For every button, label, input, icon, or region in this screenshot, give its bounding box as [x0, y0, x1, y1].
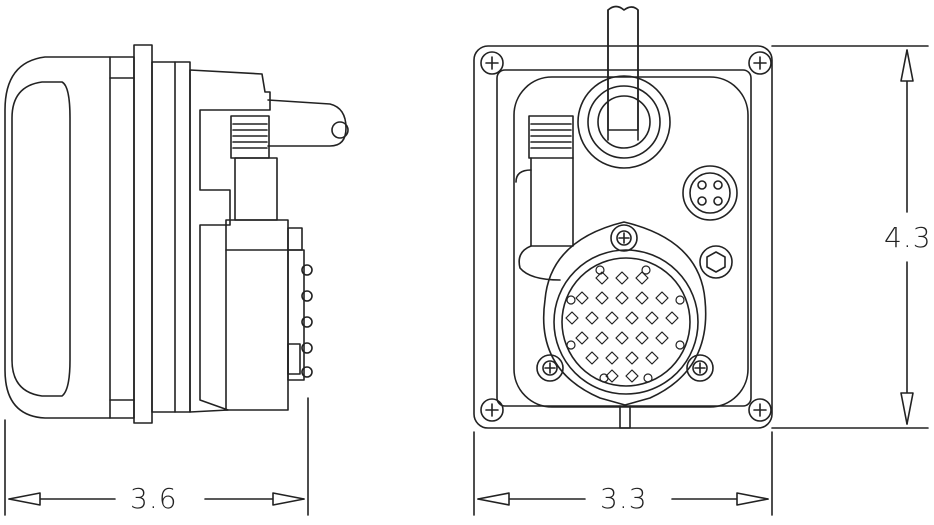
front-plate: [474, 46, 772, 428]
intake-screen: [554, 250, 698, 394]
front-nozzle: [529, 116, 573, 158]
front-width-arrow-right: [737, 493, 768, 505]
corner-screw: [749, 399, 771, 421]
four-pin-connector: [683, 166, 737, 220]
side-width-label: 3.6: [130, 482, 178, 515]
side-body: [190, 70, 270, 412]
front-height-arrow-top: [901, 50, 913, 81]
corner-screw: [481, 399, 503, 421]
side-housing: [5, 57, 110, 418]
front-volute: [519, 246, 560, 280]
front-width-arrow-left: [478, 493, 509, 505]
side-width-arrow-left: [9, 493, 40, 505]
side-nozzle: [231, 116, 269, 158]
front-cord: [608, 7, 638, 131]
front-height-label: 4.3: [884, 221, 932, 254]
front-height-arrow-bottom: [901, 393, 913, 424]
side-cord: [268, 100, 346, 146]
flange-screw: [611, 225, 637, 251]
intake-flange: [544, 222, 706, 405]
side-motor-block: [226, 220, 288, 410]
front-housing: [514, 77, 748, 407]
side-view: [5, 45, 348, 515]
corner-screw: [481, 52, 503, 74]
flange-screw: [537, 355, 563, 381]
corner-screw: [749, 52, 771, 74]
side-flange: [110, 57, 134, 418]
cord-grommet: [578, 76, 670, 168]
side-plate: [134, 45, 152, 423]
side-width-arrow-right: [273, 493, 304, 505]
front-view: [474, 7, 928, 516]
flange-screw: [687, 355, 713, 381]
intake-screen-holes: [566, 266, 684, 382]
side-housing-inner: [12, 82, 70, 396]
hex-plug: [700, 246, 732, 278]
front-width-label: 3.3: [600, 482, 648, 515]
